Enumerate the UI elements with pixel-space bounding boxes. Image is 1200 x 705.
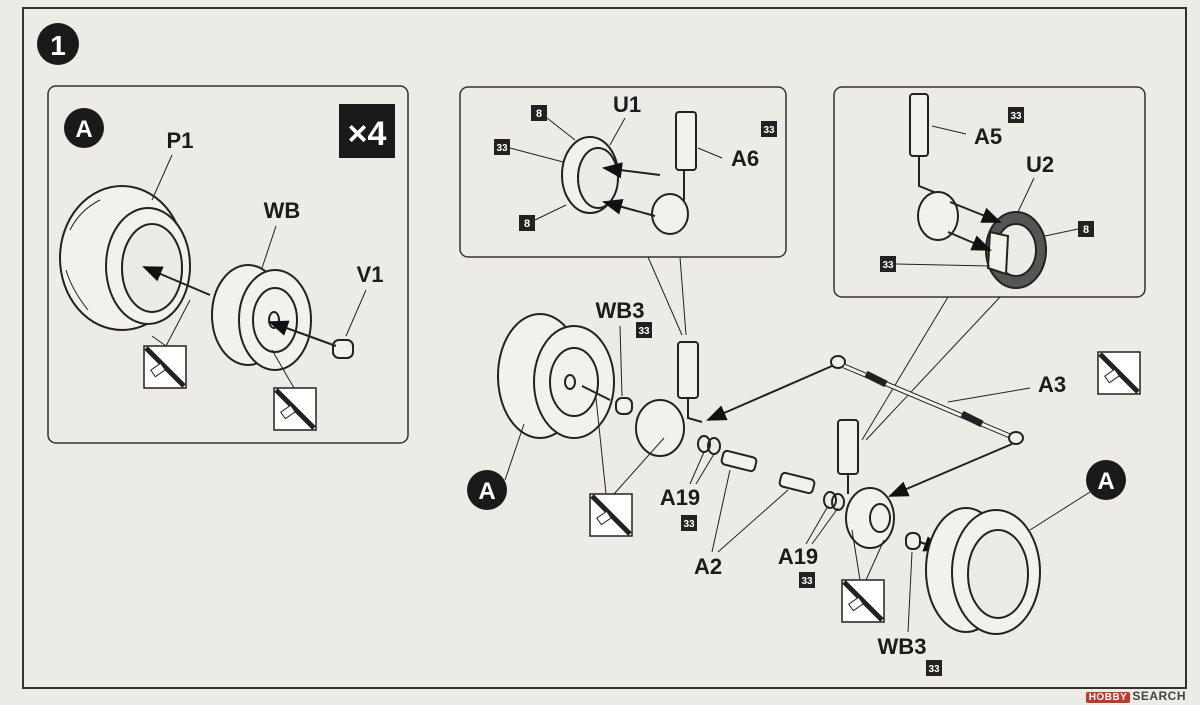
- part-label-a19-right: A19: [778, 544, 818, 569]
- part-label-a6: A6: [731, 146, 759, 171]
- assembly-arrow-a5-to-u2-bottom: [947, 231, 992, 251]
- left-knuckle-drawing: [615, 341, 758, 473]
- svg-text:A: A: [1097, 468, 1114, 495]
- assembly-arrow-a5-to-u2-top: [949, 201, 1002, 223]
- tire-p1-drawing: [59, 185, 191, 331]
- assembly-arrow-wb-to-p1: [142, 266, 211, 296]
- cement-icon: [273, 387, 317, 431]
- assembly-arrow-a3-to-left: [706, 365, 833, 421]
- watermark-brand: HOBBY: [1085, 692, 1131, 703]
- step-number: 1: [50, 30, 66, 61]
- svg-text:33: 33: [928, 664, 940, 675]
- detail-box-u1: [459, 86, 787, 258]
- paint-code-badge: 33: [799, 572, 815, 588]
- svg-text:33: 33: [801, 576, 813, 587]
- axle-line-left: [581, 385, 611, 401]
- paint-code-badge: 8: [519, 215, 535, 231]
- cement-icon: [143, 335, 187, 389]
- assembly-arrow-a6-to-u1-top: [602, 162, 661, 179]
- cement-icon: [1097, 351, 1141, 395]
- watermark-suffix: SEARCH: [1132, 689, 1186, 703]
- knuckle-u2-drawing: [909, 93, 1047, 289]
- wheel-wb-drawing: [211, 264, 312, 371]
- right-knuckle-drawing: [778, 419, 921, 550]
- svg-text:33: 33: [496, 143, 508, 154]
- svg-text:33: 33: [683, 519, 695, 530]
- part-label-a3: A3: [1038, 372, 1066, 397]
- svg-text:33: 33: [1010, 111, 1022, 122]
- svg-text:8: 8: [524, 218, 530, 230]
- callout-a-right: A: [1086, 460, 1126, 500]
- svg-text:33: 33: [638, 326, 650, 337]
- paint-code-badge: 33: [926, 660, 942, 676]
- paint-code-badge: 33: [636, 322, 652, 338]
- paint-code-badge: 33: [1008, 107, 1024, 123]
- paint-code-badge: 33: [761, 121, 777, 137]
- left-wheel-drawing: [497, 313, 615, 439]
- part-label-p1: P1: [167, 128, 194, 153]
- assembly-arrow-a6-to-u1-bottom: [602, 199, 656, 217]
- quantity-text: ×4: [348, 115, 387, 153]
- part-label-a5: A5: [974, 124, 1002, 149]
- knuckle-u1-drawing: [561, 111, 697, 235]
- quantity-badge: ×4: [339, 104, 395, 158]
- part-label-wb3-right: WB3: [878, 634, 927, 659]
- part-label-u2: U2: [1026, 152, 1054, 177]
- right-wheel-drawing: [925, 507, 1041, 635]
- part-label-wb: WB: [264, 198, 301, 223]
- svg-text:A: A: [478, 478, 495, 505]
- svg-text:33: 33: [882, 260, 894, 271]
- svg-text:8: 8: [1083, 224, 1089, 236]
- paint-code-badge: 33: [880, 256, 896, 272]
- callout-a-box: A: [64, 108, 104, 148]
- leader-u1-box: [647, 256, 683, 336]
- valve-v1-drawing: [332, 339, 354, 359]
- assembly-arrow-v1-to-wb: [268, 320, 337, 347]
- part-label-wb3-left: WB3: [596, 298, 645, 323]
- assembly-arrow-a3-to-right: [888, 443, 1013, 497]
- paint-code-badge: 33: [494, 139, 510, 155]
- part-label-a2: A2: [694, 554, 722, 579]
- tie-rod-a3-drawing: [830, 355, 1024, 445]
- callout-a-label: A: [75, 116, 92, 143]
- cement-icon: [841, 579, 885, 623]
- paint-code-badge: 33: [681, 515, 697, 531]
- step-badge: 1: [37, 23, 79, 65]
- part-label-v1: V1: [357, 262, 384, 287]
- cement-icon: [589, 493, 633, 537]
- paint-code-badge: 8: [1078, 221, 1094, 237]
- svg-text:8: 8: [536, 108, 542, 120]
- part-label-a19-left: A19: [660, 485, 700, 510]
- subassembly-a-box: [47, 85, 409, 444]
- callout-a-left: A: [467, 470, 507, 510]
- paint-code-badge: 8: [531, 105, 547, 121]
- leader-u2-box: [861, 296, 949, 441]
- svg-text:33: 33: [763, 125, 775, 136]
- part-label-u1: U1: [613, 92, 641, 117]
